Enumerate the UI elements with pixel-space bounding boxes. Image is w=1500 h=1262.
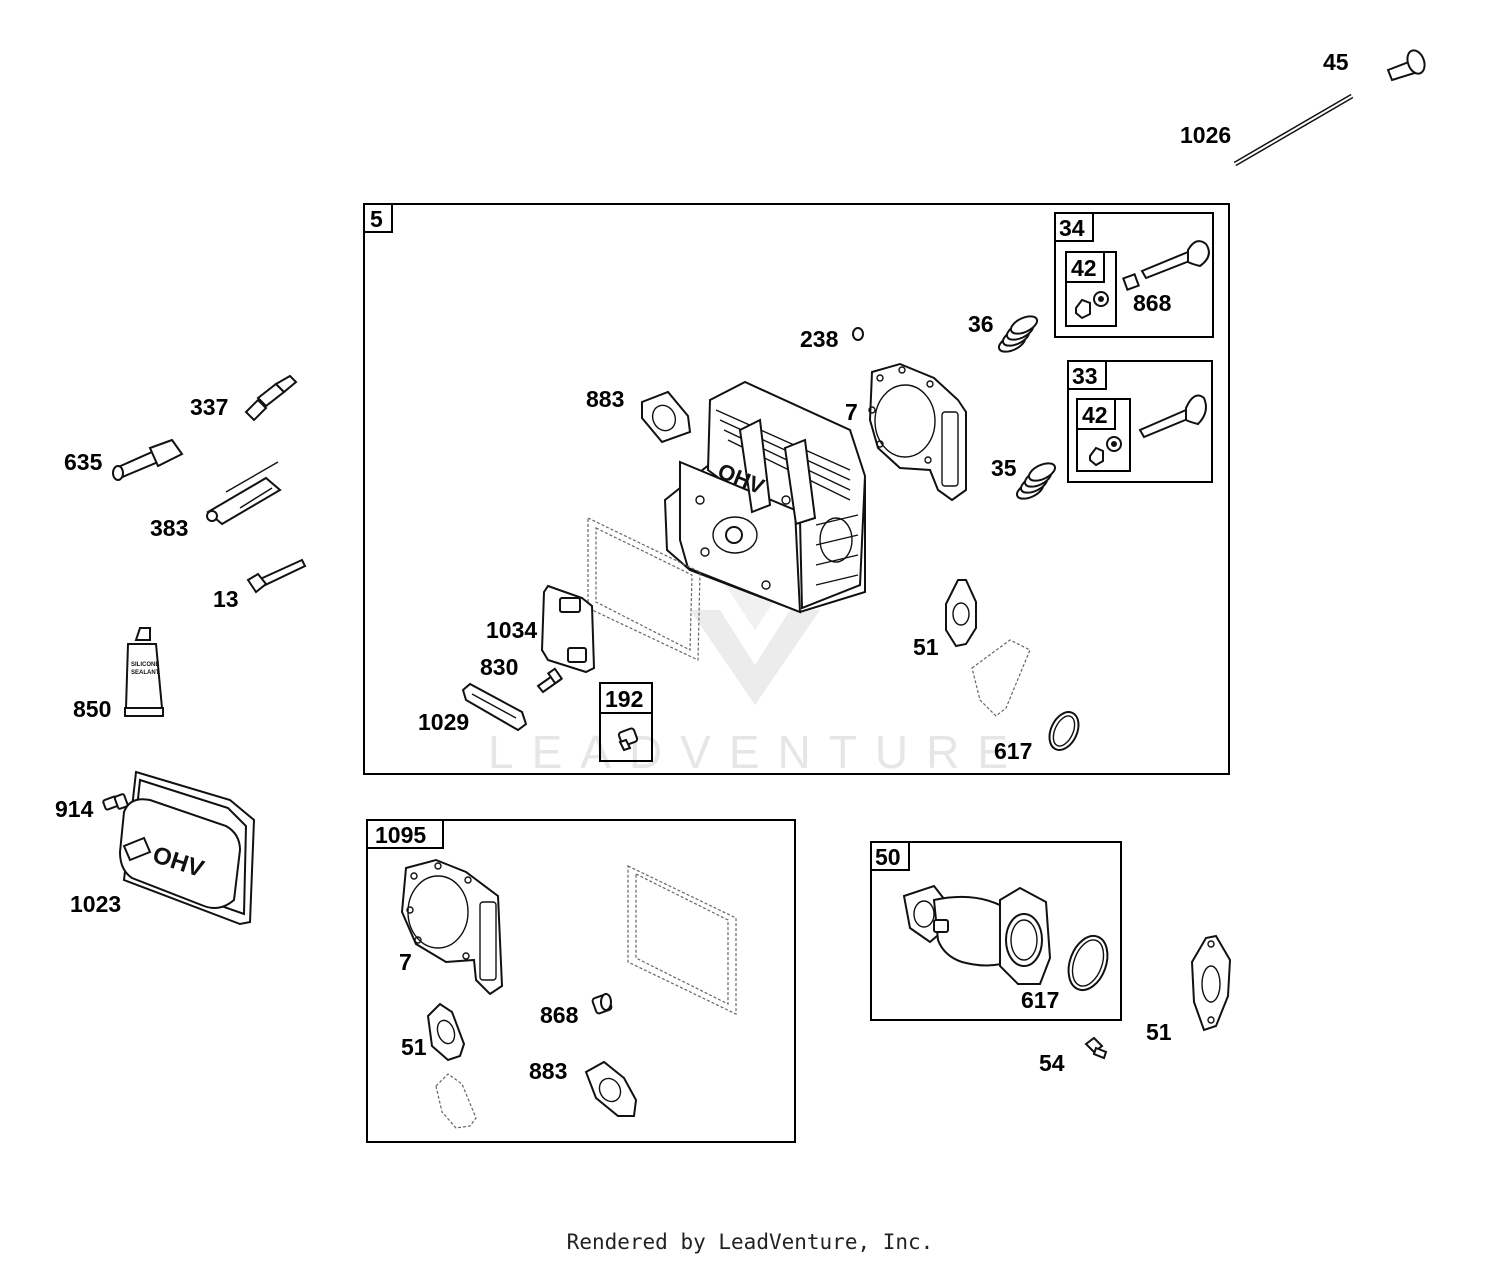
part-13-screw[interactable] — [246, 558, 307, 594]
label-238: 238 — [800, 326, 839, 352]
part-54-screw[interactable] — [1084, 1036, 1108, 1060]
kit-1095-frame — [366, 819, 796, 1143]
kit-192-tag — [599, 682, 653, 714]
part-383-ground-switch[interactable] — [206, 461, 282, 526]
kit-33-tag — [1067, 360, 1107, 390]
part-337-spark-plug[interactable] — [244, 374, 298, 422]
kit-33-frame — [1067, 360, 1213, 483]
part-617-o-ring[interactable] — [1044, 707, 1084, 754]
label-36: 36 — [968, 311, 994, 337]
part-635-spark-plug-boot[interactable] — [112, 438, 184, 481]
part-7-head-gasket[interactable] — [868, 362, 967, 502]
label-42b: 42 — [1082, 402, 1108, 428]
part-830-stud[interactable] — [536, 667, 564, 694]
kit-50-tag — [870, 841, 910, 871]
part-1023-valve-cover[interactable]: OHV — [118, 770, 256, 926]
part-34-exhaust-valve[interactable] — [1122, 240, 1210, 291]
label-42a: 42 — [1071, 255, 1097, 281]
part-617-o-ring-kit[interactable] — [1062, 931, 1115, 996]
label-883a: 883 — [586, 386, 624, 412]
label-1034: 1034 — [486, 617, 537, 643]
label-850: 850 — [73, 696, 111, 722]
watermark-text: LEADVENTURE — [488, 726, 1026, 778]
part-35-valve-spring[interactable] — [1014, 460, 1057, 503]
label-1023: 1023 — [70, 891, 121, 917]
part-33-intake-valve[interactable] — [1138, 394, 1207, 439]
part-238-ball[interactable] — [852, 327, 864, 341]
tube-line2: SEALANT — [131, 670, 160, 676]
label-635: 635 — [64, 449, 103, 475]
label-54: 54 — [1039, 1050, 1065, 1076]
part-1034-breather-plate[interactable] — [540, 584, 596, 674]
part-50-intake-elbow[interactable] — [902, 884, 1052, 985]
label-830: 830 — [480, 654, 518, 680]
part-42b-keepers[interactable] — [1089, 436, 1122, 467]
label-383: 383 — [150, 515, 188, 541]
kit-42b-tag — [1076, 398, 1116, 430]
label-34: 34 — [1059, 215, 1085, 241]
part-42a-keepers[interactable] — [1075, 291, 1109, 320]
part-1026-pushrod[interactable] — [1233, 93, 1354, 167]
kit-5-frame — [363, 203, 1230, 775]
part-1029-baffle[interactable] — [461, 682, 528, 732]
part-850-sealant-tube[interactable]: SILICONE SEALANT — [124, 627, 164, 717]
label-1029: 1029 — [418, 709, 469, 735]
kit-5-tag — [363, 203, 393, 233]
part-192-screw[interactable] — [617, 727, 639, 752]
label-914: 914 — [55, 796, 94, 822]
part-883-gasket-kit[interactable] — [584, 1060, 638, 1117]
label-51c: 51 — [1146, 1019, 1172, 1045]
part-868-valve-seal[interactable] — [591, 993, 613, 1015]
kit-42a-tag — [1065, 251, 1105, 283]
part-45-pushrod-guide[interactable] — [1386, 48, 1428, 82]
label-617b: 617 — [1021, 987, 1059, 1013]
label-45: 45 — [1323, 49, 1349, 75]
label-51a: 51 — [913, 634, 939, 660]
part-cylinder-head[interactable]: OHV — [663, 380, 867, 614]
label-883b: 883 — [529, 1058, 567, 1084]
part-51-gasket-outline — [971, 639, 1031, 717]
label-192: 192 — [605, 686, 643, 712]
kit-34-tag — [1054, 212, 1094, 242]
footer-credit: Rendered by LeadVenture, Inc. — [566, 1230, 934, 1254]
part-rocker-cover-gasket-kit-outline — [627, 865, 737, 1015]
part-883-gasket[interactable] — [641, 390, 692, 444]
part-51-gasket[interactable] — [945, 579, 977, 648]
part-valve-cover-gasket-outline — [587, 517, 701, 661]
label-7b: 7 — [399, 949, 412, 975]
label-33: 33 — [1072, 363, 1098, 389]
kit-50-frame — [870, 841, 1122, 1021]
label-617a: 617 — [994, 738, 1032, 764]
label-13: 13 — [213, 586, 239, 612]
part-51-gasket-kit-outline — [435, 1073, 477, 1129]
label-7a: 7 — [845, 399, 858, 425]
label-868a: 868 — [1133, 290, 1172, 316]
part-51-gasket-kit[interactable] — [426, 1002, 466, 1062]
label-5: 5 — [370, 206, 383, 232]
part-51-gasket-loose[interactable] — [1190, 934, 1232, 1032]
label-337: 337 — [190, 394, 228, 420]
label-1095: 1095 — [375, 822, 426, 848]
label-35: 35 — [991, 455, 1017, 481]
label-868b: 868 — [540, 1002, 579, 1028]
label-51b: 51 — [401, 1034, 427, 1060]
kit-1095-tag — [366, 819, 444, 849]
part-914-screw[interactable] — [102, 793, 129, 811]
label-1026: 1026 — [1180, 122, 1231, 148]
tube-line1: SILICONE — [131, 662, 159, 668]
part-36-valve-spring[interactable] — [996, 313, 1039, 356]
label-50: 50 — [875, 844, 901, 870]
kit-34-frame — [1054, 212, 1214, 338]
part-7-head-gasket-kit[interactable] — [400, 858, 504, 996]
